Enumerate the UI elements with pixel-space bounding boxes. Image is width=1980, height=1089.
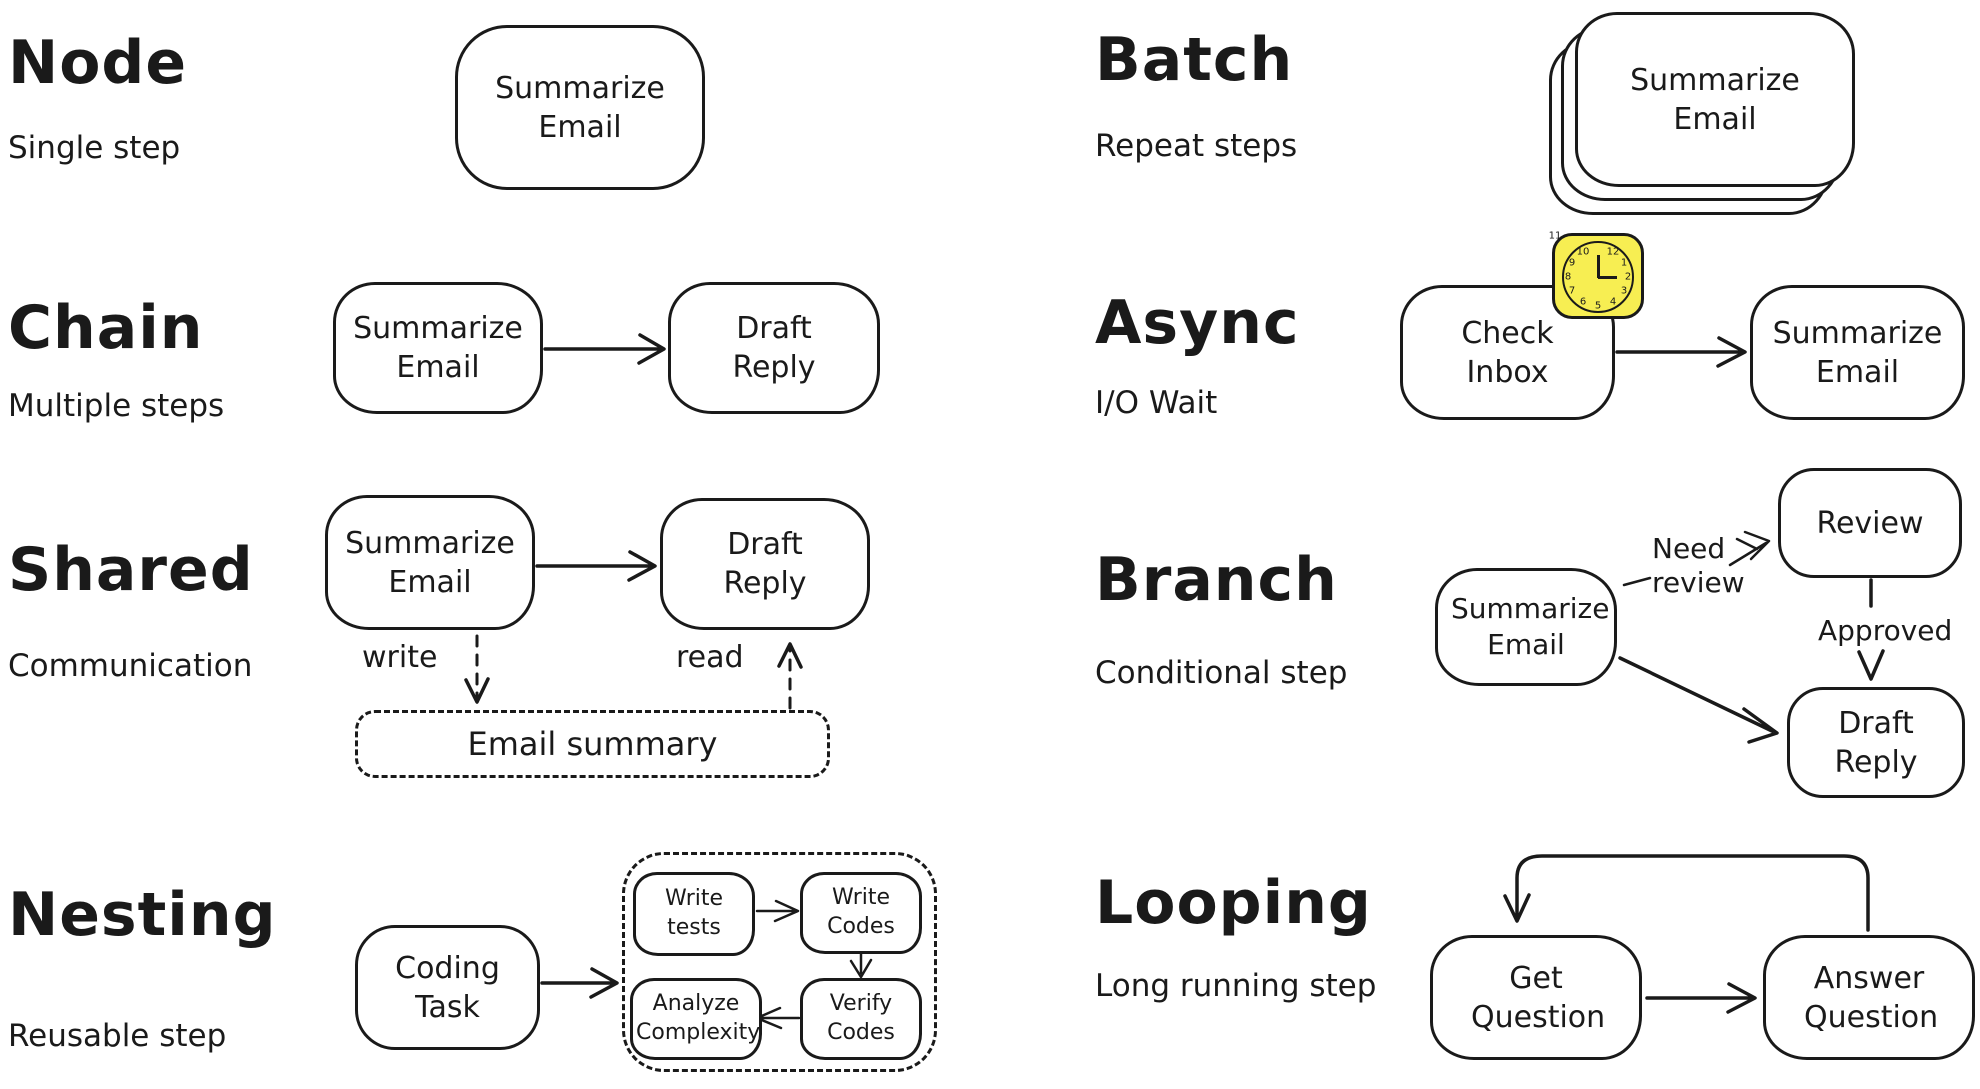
shared-box-label: Draft Reply bbox=[723, 527, 807, 601]
node-box-summarize-email: Summarize Email bbox=[455, 25, 705, 190]
clock-hour-hand bbox=[1598, 275, 1617, 279]
node-section-title: Node bbox=[8, 28, 188, 98]
node-section-subtitle: Single step bbox=[8, 130, 181, 166]
clock-numeral: 10 bbox=[1576, 246, 1590, 258]
chain-box-label: Draft Reply bbox=[732, 311, 816, 385]
shared-section-subtitle: Communication bbox=[8, 648, 253, 684]
batch-section-subtitle: Repeat steps bbox=[1095, 128, 1298, 164]
looping-section-subtitle: Long running step bbox=[1095, 968, 1377, 1004]
nesting-entry-arrow bbox=[540, 967, 619, 999]
nesting-box-label: Write tests bbox=[664, 886, 724, 940]
nesting-box-label: Write Codes bbox=[827, 885, 895, 939]
nesting-section-title: Nesting bbox=[8, 880, 277, 950]
looping-section-title: Looping bbox=[1095, 868, 1372, 938]
branch-section-title: Branch bbox=[1095, 545, 1338, 615]
looping-box-label: Answer Question bbox=[1804, 960, 1939, 1035]
shared-box-draft-reply: Draft Reply bbox=[660, 498, 870, 630]
shared-read-arrowhead bbox=[777, 642, 803, 669]
shared-arrow bbox=[535, 550, 657, 582]
branch-box-summarize-email: Summarize Email bbox=[1435, 568, 1617, 686]
looping-box-get-question: Get Question bbox=[1430, 935, 1642, 1060]
branch-label-dash bbox=[1622, 576, 1652, 587]
async-section-subtitle: I/O Wait bbox=[1095, 385, 1218, 421]
clock-numeral: 11 bbox=[1548, 230, 1562, 242]
nesting-box-verify-codes: Verify Codes bbox=[800, 978, 922, 1060]
nesting-box-label: Verify Codes bbox=[827, 991, 895, 1045]
chain-section-title: Chain bbox=[8, 293, 204, 363]
branch-box-label: Review bbox=[1816, 505, 1924, 541]
nesting-box-write-codes: Write Codes bbox=[800, 872, 922, 954]
chain-section-subtitle: Multiple steps bbox=[8, 388, 225, 424]
nesting-section-subtitle: Reusable step bbox=[8, 1018, 227, 1054]
node-box-label: Summarize Email bbox=[495, 70, 665, 145]
clock-numeral: 9 bbox=[1568, 257, 1576, 269]
shared-email-summary-store: Email summary bbox=[355, 710, 830, 778]
branch-approved-label: Approved bbox=[1818, 614, 1953, 647]
async-arrow bbox=[1615, 336, 1747, 368]
clock-minute-hand bbox=[1596, 255, 1600, 278]
clock-numeral: 12 bbox=[1606, 246, 1620, 258]
clock-numeral: 7 bbox=[1568, 285, 1576, 297]
async-box-label: Check Inbox bbox=[1461, 315, 1554, 390]
branch-need-review-label: Need review bbox=[1652, 532, 1745, 599]
looping-loopback-arrow bbox=[1503, 854, 1870, 932]
clock-icon: 12 1 2 3 4 5 6 7 8 9 10 11 bbox=[1548, 230, 1644, 319]
clock-numeral: 2 bbox=[1624, 271, 1632, 283]
nesting-box-label: Analyze Complexity bbox=[636, 991, 761, 1045]
batch-section-title: Batch bbox=[1095, 25, 1294, 95]
shared-write-arrowhead bbox=[464, 677, 490, 704]
clock-numeral: 6 bbox=[1579, 296, 1587, 308]
nesting-box-label: Coding Task bbox=[395, 950, 500, 1025]
shared-read-label: read bbox=[676, 640, 744, 675]
branch-box-label: Draft Reply bbox=[1834, 705, 1918, 780]
batch-box-summarize-email: Summarize Email bbox=[1575, 12, 1855, 187]
async-section-title: Async bbox=[1095, 288, 1300, 358]
shared-store-label: Email summary bbox=[467, 725, 718, 763]
clock-face bbox=[1562, 241, 1634, 313]
branch-diagonal-arrow bbox=[1618, 656, 1779, 744]
clock-numeral: 3 bbox=[1620, 285, 1628, 297]
shared-box-label: Summarize Email bbox=[345, 525, 515, 600]
async-box-summarize-email: Summarize Email bbox=[1750, 285, 1965, 420]
clock-numeral: 1 bbox=[1620, 257, 1628, 269]
looping-box-label: Get Question bbox=[1471, 960, 1606, 1035]
clock-numeral: 5 bbox=[1594, 300, 1602, 312]
nesting-box-analyze-complexity: Analyze Complexity bbox=[630, 978, 762, 1060]
branch-box-draft-reply: Draft Reply bbox=[1787, 687, 1965, 798]
shared-write-label: write bbox=[362, 640, 438, 675]
chain-box-draft-reply: Draft Reply bbox=[668, 282, 880, 414]
chain-arrow bbox=[543, 333, 666, 365]
nesting-cluster bbox=[622, 852, 937, 1072]
looping-forward-arrow bbox=[1645, 982, 1757, 1014]
clock-numeral: 8 bbox=[1564, 271, 1572, 283]
branch-box-review: Review bbox=[1778, 468, 1962, 578]
branch-section-subtitle: Conditional step bbox=[1095, 655, 1348, 691]
chain-box-label: Summarize Email bbox=[353, 311, 523, 385]
nesting-box-write-tests: Write tests bbox=[633, 872, 755, 956]
branch-box-label: Summarize Email bbox=[1451, 591, 1610, 661]
shared-box-summarize-email: Summarize Email bbox=[325, 495, 535, 630]
clock-numeral: 4 bbox=[1609, 296, 1617, 308]
chain-box-summarize-email: Summarize Email bbox=[333, 282, 543, 414]
async-box-label: Summarize Email bbox=[1772, 315, 1943, 390]
batch-box-label: Summarize Email bbox=[1630, 62, 1800, 137]
looping-box-answer-question: Answer Question bbox=[1763, 935, 1975, 1060]
nesting-box-coding-task: Coding Task bbox=[355, 925, 540, 1050]
shared-section-title: Shared bbox=[8, 535, 254, 605]
